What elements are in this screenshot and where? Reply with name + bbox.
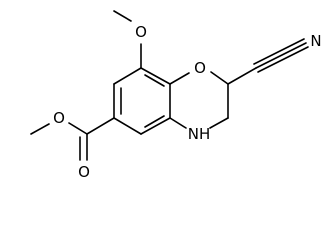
- bond: [169, 72, 190, 85]
- nitrile-nitrogen-label: N: [310, 32, 321, 50]
- bond: [113, 10, 132, 22]
- bond: [30, 123, 50, 135]
- ester-oxygen-label: O: [53, 109, 65, 127]
- nitrogen-h-label: NH: [188, 125, 211, 143]
- methoxy-oxygen-label: O: [135, 23, 147, 41]
- bond: [113, 67, 142, 85]
- bond: [140, 67, 171, 85]
- bond: [113, 117, 142, 135]
- bond: [169, 117, 187, 129]
- methoxy-group: [113, 10, 142, 69]
- bond: [210, 71, 229, 85]
- ring-oxygen-label: O: [194, 59, 206, 77]
- double-bond-inner: [144, 115, 165, 128]
- triple-bond: [253, 38, 305, 65]
- bond: [227, 67, 257, 85]
- bond: [140, 117, 171, 135]
- double-bond-inner: [144, 74, 165, 87]
- benzene-ring: [113, 67, 171, 135]
- carbonyl-oxygen-label: O: [78, 163, 90, 181]
- nitrile-group: [227, 38, 309, 85]
- bond: [68, 122, 88, 135]
- triple-bond: [257, 46, 309, 73]
- bond: [209, 117, 229, 129]
- triple-bond: [255, 42, 307, 69]
- chemical-structure-diagram: O NH N O O O: [30, 10, 322, 181]
- oxazine-ring: [169, 71, 229, 129]
- bond: [86, 117, 115, 135]
- ester-group: [30, 117, 115, 161]
